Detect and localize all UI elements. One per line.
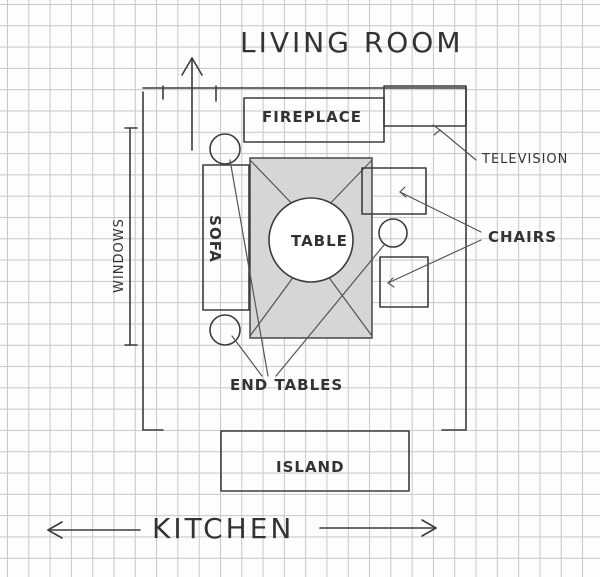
windows-wall-segment [124, 127, 138, 346]
island-label: ISLAND [276, 458, 345, 476]
up-arrow [181, 57, 203, 151]
television-shape [383, 85, 467, 127]
chairs-label: CHAIRS [488, 228, 558, 246]
sofa-label: SOFA [205, 215, 224, 263]
living-room-label: LIVING ROOM [240, 26, 464, 59]
television-label: TELEVISION [482, 152, 569, 167]
leader-lines [229, 124, 482, 377]
end-table-bottom [209, 314, 241, 346]
kitchen-arrows [47, 519, 437, 539]
table-shape [268, 197, 354, 283]
end-table-top [209, 133, 241, 165]
island-shape [220, 430, 410, 492]
fireplace-label: FIREPLACE [262, 108, 363, 126]
chair-bottom [379, 256, 429, 308]
table-label: TABLE [291, 232, 348, 250]
chair-side-table [378, 218, 408, 248]
kitchen-label: KITCHEN [152, 512, 295, 545]
chair-top [361, 167, 427, 215]
sofa-shape [202, 164, 250, 311]
room-outline [142, 85, 467, 431]
end-tables-label: END TABLES [230, 376, 344, 394]
windows-label: WINDOWS [111, 218, 127, 293]
